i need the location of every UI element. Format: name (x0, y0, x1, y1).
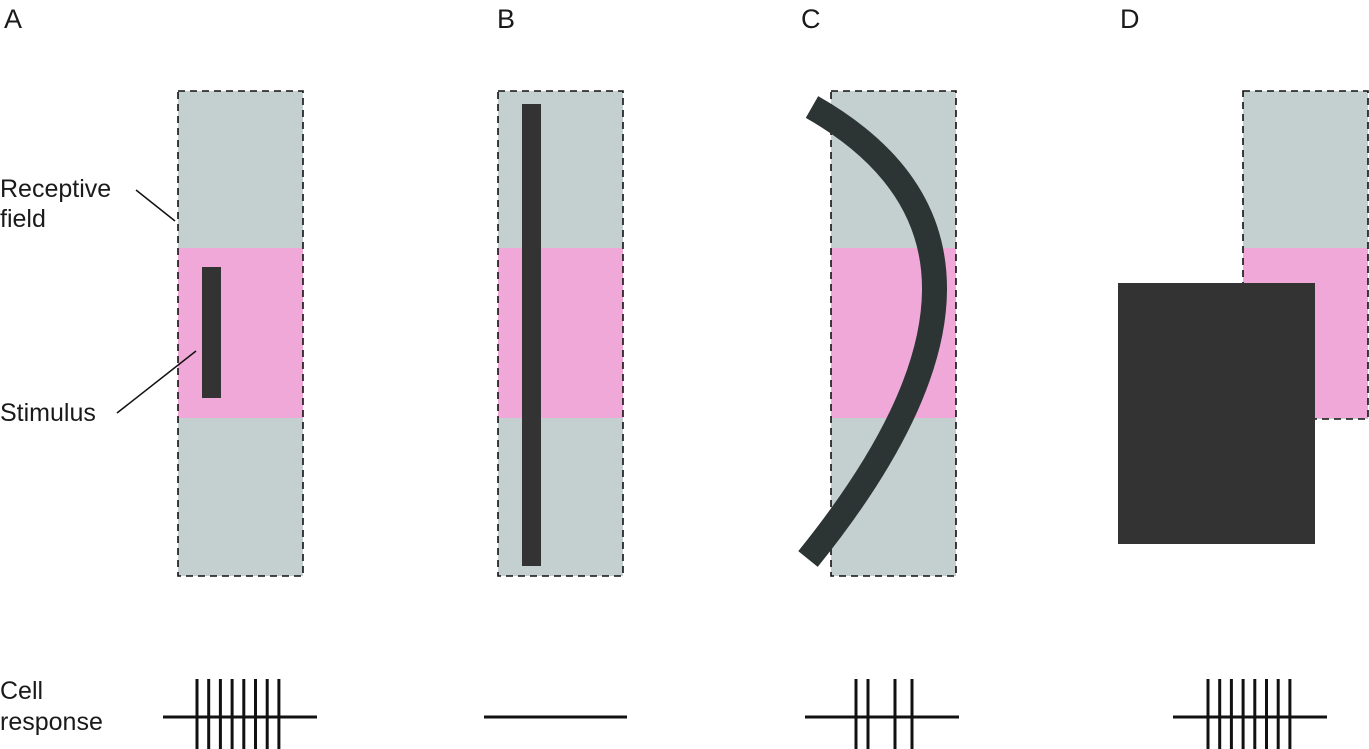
receptive-field-leader-line (135, 189, 176, 222)
receptive-field-outline (497, 90, 624, 577)
receptive-field-center (178, 248, 303, 418)
panel-letter-c: C (801, 4, 821, 34)
stimulus-curved-bar (798, 96, 947, 567)
stimulus-large-square (1118, 283, 1315, 544)
stimulus-label: Stimulus (0, 399, 96, 427)
cell-response-d (1173, 679, 1327, 749)
cell-response-label-line2: response (0, 708, 103, 736)
panel-c (798, 90, 957, 577)
panel-a (177, 90, 304, 577)
receptive-field-label-line2: field (0, 205, 46, 233)
panel-b (497, 90, 624, 577)
stimulus-leader-line (116, 350, 197, 414)
cell-response-c (805, 679, 959, 749)
cell-response-a (163, 679, 317, 749)
stimulus-long-bar (522, 104, 541, 566)
receptive-field-outline (177, 90, 304, 577)
stimulus-short-bar (202, 267, 221, 398)
cell-response-label-line1: Cell (0, 677, 43, 705)
receptive-field-label-line1: Receptive (0, 175, 111, 203)
receptive-field-outline (1242, 90, 1369, 420)
panel-letter-d: D (1120, 4, 1140, 34)
panel-letter-a: A (4, 4, 22, 34)
panel-d (1118, 90, 1369, 544)
panel-letter-b: B (497, 4, 515, 34)
receptive-field-center (498, 248, 623, 418)
receptive-field-outline (830, 90, 957, 577)
